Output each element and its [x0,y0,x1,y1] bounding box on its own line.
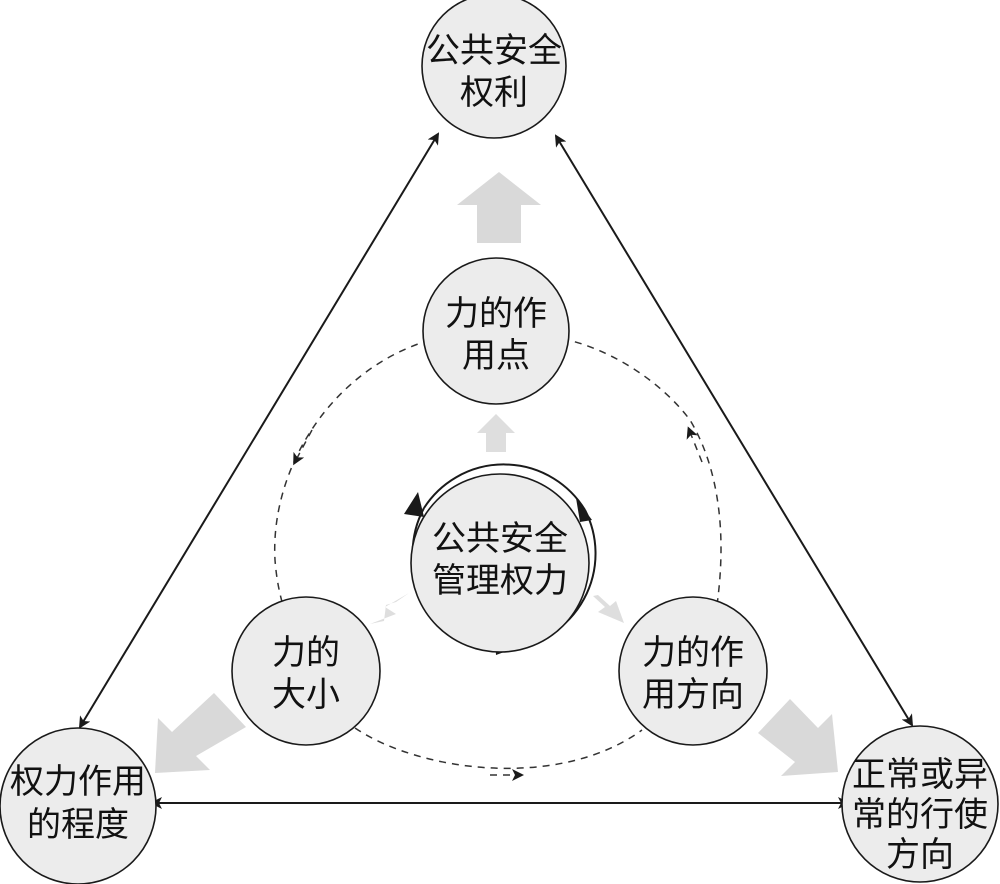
node-point-of-action-line2: 用点 [462,336,530,376]
dashed-cycle-left-marker [293,429,313,466]
node-center-power: 公共安全 管理权力 [410,473,590,653]
small-arrow-up [477,414,515,452]
block-arrow-down-left [155,693,246,773]
node-direction-line2: 用方向 [642,675,744,715]
node-degree-of-power-line2: 的程度 [27,805,129,845]
inner-loop-arc [423,463,586,511]
node-degree-of-power-line1: 权力作用 [10,762,146,802]
node-magnitude: 力的 大小 [231,596,381,746]
node-exercise-direction-line1: 正常或异 [852,755,988,795]
block-arrow-down-right [758,699,838,776]
node-center-power-line2: 管理权力 [432,561,568,601]
small-arrow-down-left [370,593,409,624]
node-degree-of-power: 权力作用 的程度 [0,727,157,884]
dashed-cycle-right-marker [686,426,703,463]
inner-loop-arrowhead-left [404,492,424,517]
block-arrow-up [457,172,541,243]
node-public-safety-rights-line1: 公共安全 [426,31,562,71]
dashed-cycle-right [567,339,722,619]
node-exercise-direction-line3: 方向 [886,835,954,875]
node-magnitude-line1: 力的 [272,633,340,673]
node-point-of-action-line1: 力的作 [445,294,547,334]
node-magnitude-line2: 大小 [272,675,340,715]
small-arrow-down-right [593,595,624,623]
dashed-cycle-left [274,339,431,641]
node-public-safety-rights-line2: 权利 [460,73,528,113]
node-public-safety-rights: 公共安全 权利 [421,0,567,139]
edge-top-to-left [78,132,440,729]
node-exercise-direction-line2: 常的行使 [852,795,988,835]
node-exercise-direction: 正常或异 常的行使 方向 [841,725,999,883]
inner-loop-arrowhead-top [576,498,592,522]
node-point-of-action: 力的作 用点 [422,257,570,405]
node-center-power-line1: 公共安全 [432,519,568,559]
node-direction-line1: 力的作 [642,633,744,673]
dashed-cycle-bottom [354,727,643,770]
node-direction: 力的作 用方向 [618,596,768,746]
edge-top-to-right [554,134,914,727]
